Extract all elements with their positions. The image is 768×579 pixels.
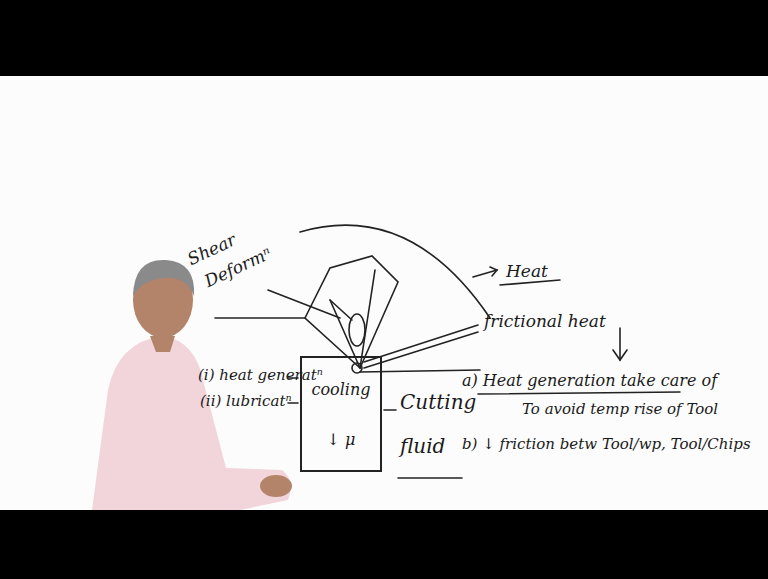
board-note: frictional heat bbox=[484, 312, 606, 332]
box-text: ↓ μ bbox=[327, 430, 356, 449]
board-note: Cutting fluid bbox=[400, 380, 464, 468]
boxed-note: cooling ↓ μ bbox=[300, 356, 382, 472]
board-note: Heat bbox=[506, 262, 548, 282]
box-text: cooling bbox=[311, 380, 370, 399]
board-note: a) Heat generation take care of bbox=[462, 372, 717, 390]
board-note: (i) heat generatⁿ bbox=[198, 367, 323, 384]
board-note: To avoid temp rise of Tool bbox=[522, 401, 718, 418]
board-note: (ii) lubricatⁿ bbox=[200, 393, 292, 410]
lecturer bbox=[92, 260, 292, 510]
board-note: b) ↓ friction betw Tool/wp, Tool/Chips bbox=[462, 436, 751, 453]
